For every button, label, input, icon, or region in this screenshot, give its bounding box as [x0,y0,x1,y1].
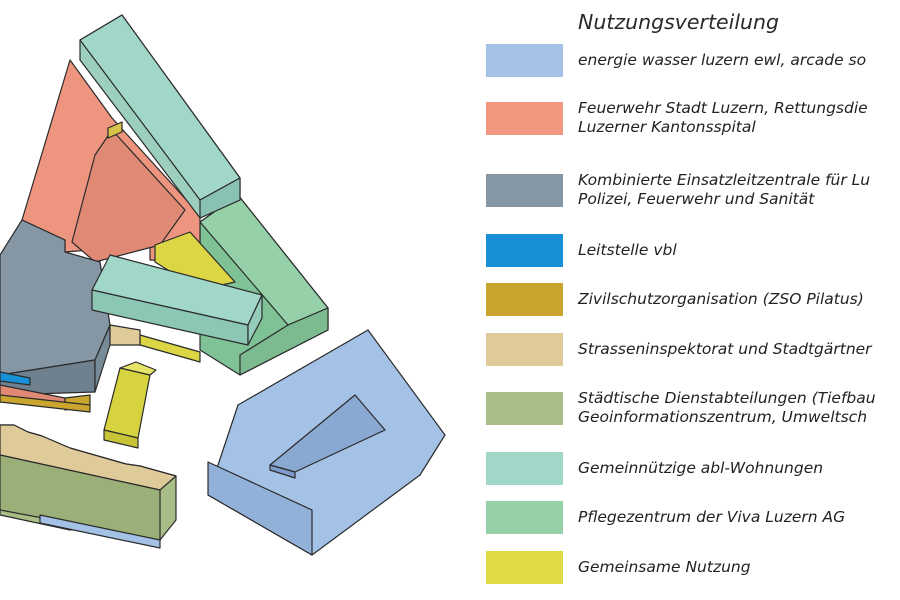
ewl-block [207,329,446,556]
legend-label: Leitstelle vbl [578,241,677,259]
gemeinsame-nutzung-block [139,231,236,363]
lower-strip [0,324,141,413]
legend-swatch [486,102,563,135]
legend-item-einsatzleitzentrale: Kombinierte Einsatzleitzentrale für Lu P… [486,171,900,214]
legend-swatch [486,234,563,267]
legend-label: energie wasser luzern ewl, arcade so [578,51,867,69]
abl-wohnungen-bar-middle [91,254,263,346]
legend-item-pflegezentrum: Pflegezentrum der Viva Luzern AG [486,501,900,541]
legend: Nutzungsverteilung energie wasser luzern… [486,0,900,600]
legend-swatch [486,44,563,77]
legend-label: Kombinierte Einsatzleitzentrale für Lu P… [578,171,871,208]
legend-swatch [486,452,563,485]
legend-label: Pflegezentrum der Viva Luzern AG [578,508,846,526]
legend-item-gemeinsame-nutzung: Gemeinsame Nutzung [486,551,900,591]
legend-item-ewl: energie wasser luzern ewl, arcade so [486,44,900,84]
legend-label: Zivilschutzorganisation (ZSO Pilatus) [578,290,864,308]
building-axonometric-diagram [0,14,446,556]
legend-label: Gemeinsame Nutzung [578,558,751,576]
legend-item-dienstabteilungen: Städtische Dienstabteilungen (Tiefbau Ge… [486,389,900,432]
legend-swatch [486,333,563,366]
legend-item-feuerwehr: Feuerwehr Stadt Luzern, Rettungsdie Luze… [486,99,900,142]
legend-title: Nutzungsverteilung [578,10,780,34]
abl-wohnungen-bar-top [79,14,241,219]
dienstabteilungen-block [0,424,177,549]
legend-label: Strasseninspektorat und Stadtgärtner [578,340,872,358]
legend-item-abl-wohnungen: Gemeinnützige abl-Wohnungen [486,452,900,492]
feuerwehr-block [21,59,201,263]
legend-swatch [486,392,563,425]
legend-label: Gemeinnützige abl-Wohnungen [578,459,824,477]
legend-label: Feuerwehr Stadt Luzern, Rettungsdie Luze… [578,99,868,136]
legend-swatch [486,501,563,534]
legend-item-leitstelle: Leitstelle vbl [486,234,900,274]
legend-item-zivilschutz: Zivilschutzorganisation (ZSO Pilatus) [486,283,900,323]
pavilion-block [103,361,157,449]
legend-swatch [486,283,563,316]
legend-swatch [486,551,563,584]
legend-swatch [486,174,563,207]
legend-item-strasseninspektorat: Strasseninspektorat und Stadtgärtner [486,333,900,373]
legend-label: Städtische Dienstabteilungen (Tiefbau Ge… [578,389,876,426]
